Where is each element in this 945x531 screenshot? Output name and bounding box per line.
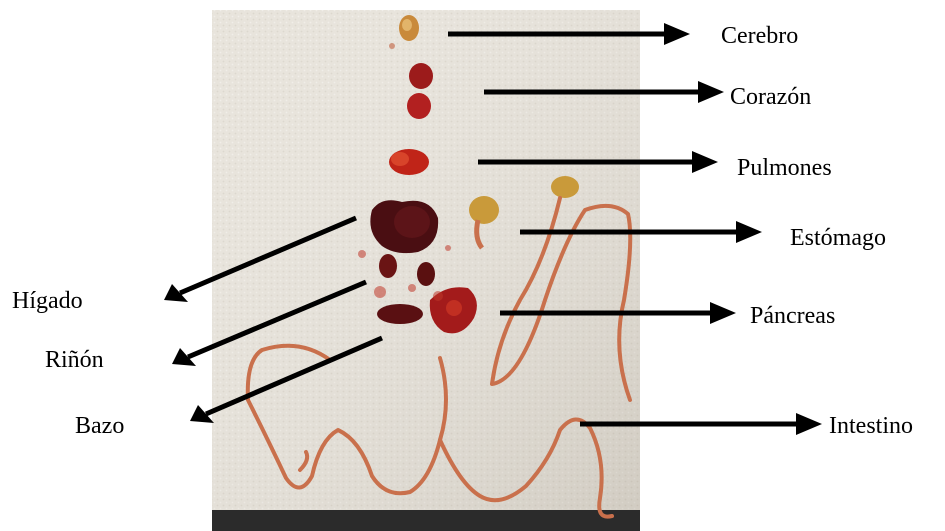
label-bazo: Bazo	[75, 414, 124, 438]
label-corazon: Corazón	[730, 85, 811, 109]
label-higado: Hígado	[12, 289, 83, 313]
label-cerebro: Cerebro	[721, 24, 798, 48]
arrow-rinon	[188, 282, 366, 357]
label-pulmones: Pulmones	[737, 156, 832, 180]
label-pancreas: Páncreas	[750, 304, 835, 328]
label-rinon: Riñón	[45, 348, 104, 372]
arrow-higado	[180, 218, 356, 293]
arrow-bazo	[206, 338, 382, 414]
label-estomago: Estómago	[790, 226, 886, 250]
label-intestino: Intestino	[829, 414, 913, 438]
